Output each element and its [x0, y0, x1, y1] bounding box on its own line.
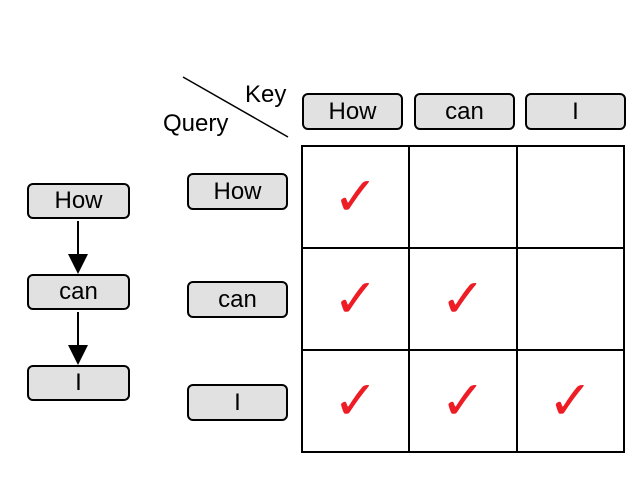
mask-cell-how-how: ✓ — [302, 146, 410, 248]
mask-cell-i-i: ✓ — [516, 350, 624, 452]
key-label: Key — [245, 81, 287, 108]
attention-mask-grid: ✓ ✓ ✓ ✓ ✓ ✓ — [301, 145, 625, 453]
mask-cell-can-how: ✓ — [302, 248, 410, 350]
mask-cell-i-how: ✓ — [302, 350, 410, 452]
mask-cell-can-i — [516, 248, 624, 350]
check-icon: ✓ — [333, 267, 379, 330]
mask-cell-how-i — [516, 146, 624, 248]
check-icon: ✓ — [440, 369, 486, 432]
mask-cell-can-can: ✓ — [409, 248, 517, 350]
check-icon: ✓ — [440, 267, 486, 330]
query-header-how: How — [187, 173, 288, 210]
query-label: Query — [163, 110, 229, 137]
header-diagonal — [182, 76, 289, 138]
sequence-token-can: can — [27, 274, 130, 310]
query-header-i: I — [187, 384, 288, 421]
mask-cell-i-can: ✓ — [409, 350, 517, 452]
check-icon: ✓ — [333, 165, 379, 228]
mask-cell-how-can — [409, 146, 517, 248]
key-header-how: How — [302, 93, 403, 130]
check-icon: ✓ — [547, 369, 593, 432]
key-header-can: can — [414, 93, 515, 130]
sequence-token-i: I — [27, 365, 130, 401]
sequence-token-how: How — [27, 183, 130, 219]
check-icon: ✓ — [333, 369, 379, 432]
query-header-can: can — [187, 281, 288, 318]
key-header-i: I — [525, 93, 626, 130]
